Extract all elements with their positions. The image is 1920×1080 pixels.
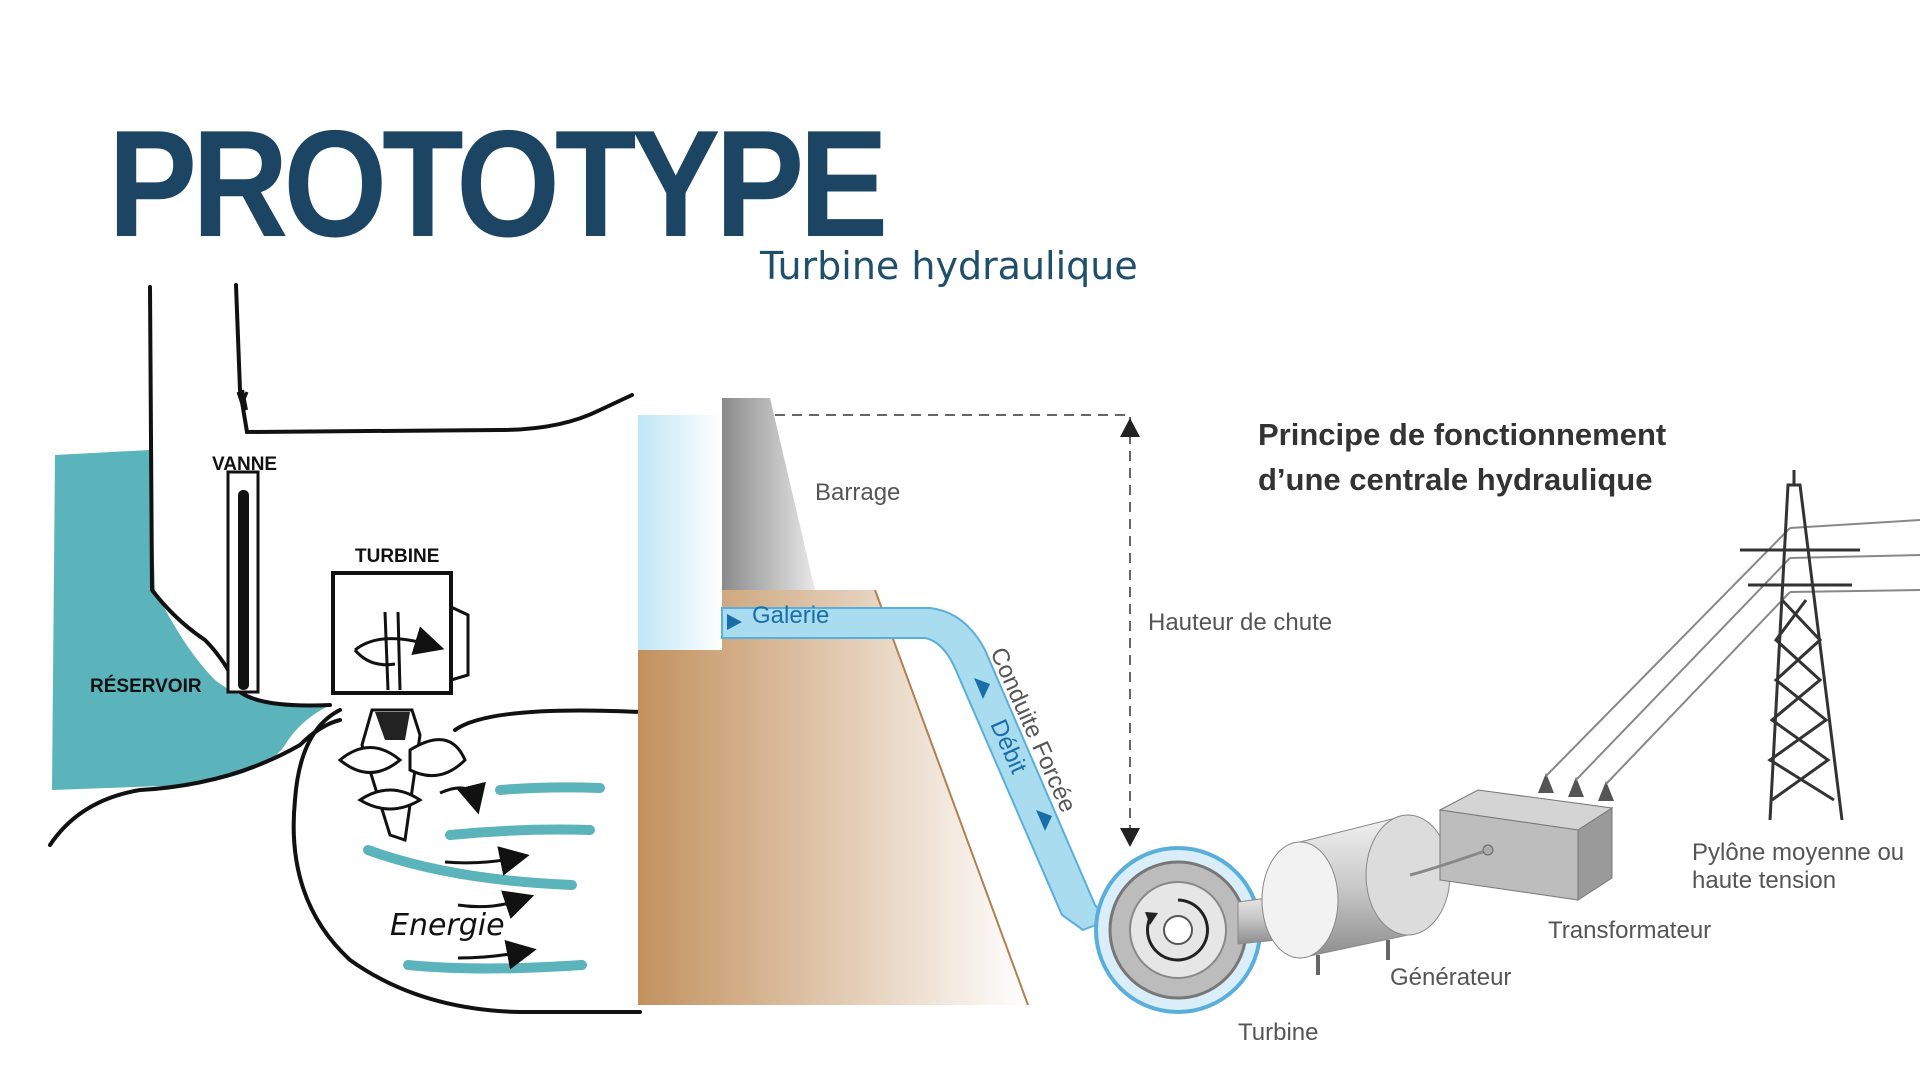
page-title: PROTOTYPE bbox=[108, 99, 888, 269]
turbine-wheel bbox=[1094, 846, 1262, 1014]
pylone-label-line1: Pylône moyenne ou bbox=[1692, 839, 1904, 866]
galerie-label: Galerie bbox=[752, 602, 829, 629]
barrage-label: Barrage bbox=[815, 479, 900, 506]
energy-streak bbox=[363, 845, 577, 890]
generateur-label: Générateur bbox=[1390, 964, 1511, 991]
energy-streak bbox=[445, 824, 595, 840]
sketch-walls bbox=[148, 285, 332, 708]
turbine-label: Turbine bbox=[1238, 1019, 1318, 1046]
page-subtitle: Turbine hydraulique bbox=[760, 244, 1138, 288]
diagram-reservoir bbox=[638, 415, 722, 650]
diagram-heading-line1: Principe de fonctionnement bbox=[1258, 417, 1666, 452]
pylon-icon bbox=[1740, 470, 1860, 821]
turbine-box bbox=[331, 571, 453, 695]
basin-outline bbox=[291, 708, 642, 1014]
energie-label: Energie bbox=[390, 908, 505, 943]
hydro-diagram: Principe de fonctionnement d’une central… bbox=[638, 398, 1920, 1046]
generator bbox=[1261, 814, 1451, 975]
energy-streak bbox=[495, 782, 605, 795]
diagram-ground bbox=[638, 590, 1028, 1005]
hauteur-label: Hauteur de chute bbox=[1148, 609, 1332, 636]
energy-streak bbox=[403, 960, 587, 974]
diagram-heading-line2: d’une centrale hydraulique bbox=[1258, 462, 1652, 497]
reservoir-label: RÉSERVOIR bbox=[90, 675, 202, 697]
transformer bbox=[1409, 773, 1614, 901]
dam bbox=[722, 398, 815, 590]
transformateur-label: Transformateur bbox=[1548, 917, 1711, 944]
pylone-label-line2: haute tension bbox=[1692, 867, 1836, 894]
reservoir-water bbox=[52, 450, 330, 790]
turbine-sketch-label: TURBINE bbox=[355, 546, 439, 567]
sketch: VANNE TURBINE RÉSERVOIR Energie bbox=[48, 283, 642, 1014]
vanne-label: VANNE bbox=[212, 454, 277, 475]
